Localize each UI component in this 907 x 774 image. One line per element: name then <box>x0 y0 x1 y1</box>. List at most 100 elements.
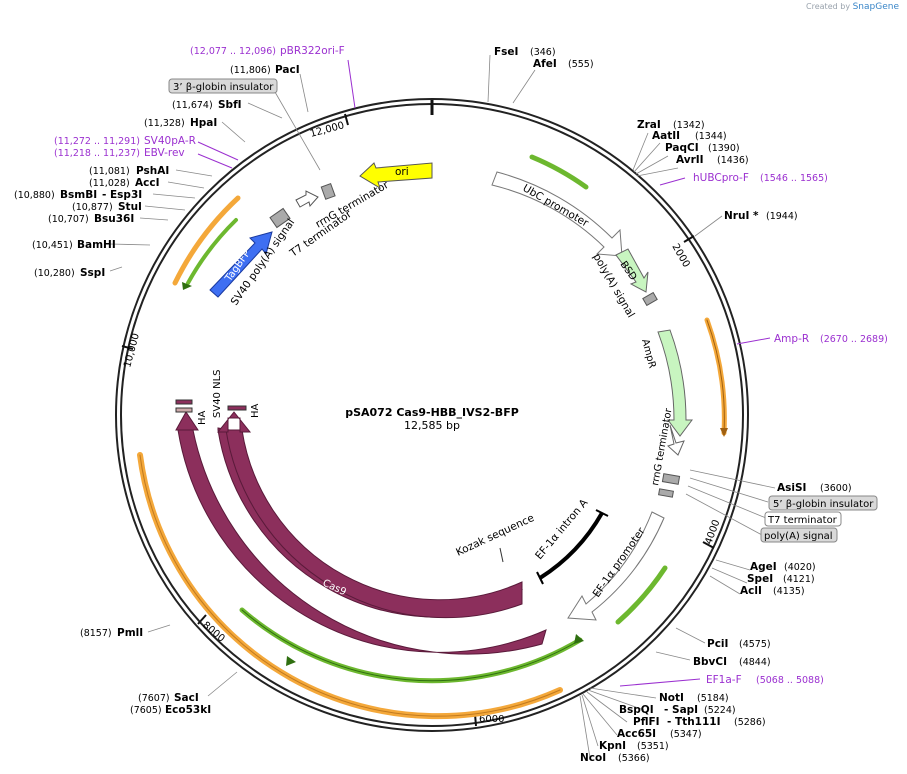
ubc-promoter-label: UbC promoter <box>521 182 591 230</box>
site-bsu36i: Bsu36I <box>94 213 134 225</box>
site-paqci: PaqCI <box>665 142 699 154</box>
ampr-label: AmpR <box>639 338 657 370</box>
globin5-box <box>661 473 681 485</box>
ef1a-intron-end-a <box>595 509 609 517</box>
site-saci-pos: (7607) <box>138 693 170 704</box>
ha-label-b: HA <box>250 403 261 418</box>
site-paci-pos: (11,806) <box>230 65 271 76</box>
rrng-right-arrow <box>667 424 685 456</box>
polya-small-box <box>658 488 674 498</box>
sv40-nls-label: SV40 NLS <box>212 370 223 419</box>
site-stui: StuI <box>118 201 142 213</box>
site-sapi-pos: (5224) <box>704 705 736 716</box>
backbone-outer <box>115 98 749 732</box>
t7-label: T7 terminator <box>767 515 838 526</box>
site-eco53ki: Eco53kI <box>165 704 211 716</box>
primer-lines <box>197 59 771 687</box>
site-bsu36i-pos: (10,707) <box>48 214 89 225</box>
site-avrii: AvrII <box>676 154 704 166</box>
primer-sv40pa-name: SV40pA-R <box>144 135 196 147</box>
tick-4000 <box>702 541 715 549</box>
left-green-arrowhead <box>182 282 192 290</box>
site-sspi-pos: (10,280) <box>34 268 75 279</box>
primer-pbr322-name: pBR322ori-F <box>280 45 345 57</box>
polya-right-box <box>642 291 658 307</box>
site-tth111i: - Tth111I <box>667 716 721 728</box>
tick-2000 <box>683 235 695 243</box>
plasmid-name: pSA072 Cas9-HBB_IVS2-BFP <box>345 406 519 419</box>
ubc-promoter-arrow <box>491 171 623 257</box>
ha-label-a: HA <box>197 410 208 425</box>
site-acci-pos: (11,028) <box>89 178 130 189</box>
bsd-arrow <box>615 248 649 293</box>
site-hpai-pos: (11,328) <box>144 118 185 129</box>
cas9-orange-arc-edge <box>139 454 561 717</box>
site-acc65i: Acc65I <box>617 728 656 740</box>
site-stui-pos: (10,877) <box>72 202 113 213</box>
ruler-6000: 6000 <box>479 714 504 725</box>
site-sspi: SspI <box>80 267 105 279</box>
ha-tag-a <box>175 407 193 413</box>
ef1a-intron-bar <box>538 512 604 580</box>
site-bspqi: BspQI <box>619 704 654 716</box>
cas9-inner-arrowhead <box>216 411 252 433</box>
site-nrui-pos: (1944) <box>766 211 798 222</box>
site-pshai: PshAI <box>136 165 169 177</box>
leader-lines <box>109 54 776 759</box>
ampr-arrow <box>657 329 693 437</box>
site-pcii-pos: (4575) <box>739 639 771 650</box>
cas9-outer-arc <box>177 429 547 655</box>
cas9-green-arc-edge <box>241 609 581 682</box>
ef1a-green-arrowhead <box>574 634 584 644</box>
site-spei: SpeI <box>747 573 773 585</box>
globin3-box <box>168 78 278 94</box>
ubc-green-arc <box>529 154 589 190</box>
primer-ebv-pos: (11,218 .. 11,237) <box>54 148 140 159</box>
site-zrai-pos: (1342) <box>673 120 705 131</box>
ef1a-promoter-arrow <box>567 511 665 621</box>
globin3-label: 3’ β-globin insulator <box>173 82 274 93</box>
left-green-arc <box>186 218 238 285</box>
site-afei-pos: (555) <box>568 59 594 70</box>
site-hpai: HpaI <box>190 117 217 129</box>
site-sapi: - SapI <box>664 704 698 716</box>
tick-12000 <box>344 113 349 126</box>
ruler-2000: 2000 <box>669 242 691 270</box>
polya-label: poly(A) signal <box>764 531 833 542</box>
site-fsei: FseI <box>494 46 518 58</box>
site-pmli-pos: (8157) <box>80 628 112 639</box>
site-bamhi-pos: (10,451) <box>32 240 73 251</box>
globin5-label: 5’ β-globin insulator <box>773 499 874 510</box>
sv40-polya-box <box>269 207 291 229</box>
kozak-label: Kozak sequence <box>454 512 536 559</box>
site-noti: NotI <box>659 692 684 704</box>
site-nrui: NruI * <box>724 210 759 222</box>
ampr-arc-arrowhead <box>720 428 728 437</box>
site-aatii-pos: (1344) <box>695 131 727 142</box>
tick-8000 <box>197 614 207 625</box>
site-agei: AgeI <box>750 561 777 573</box>
site-ncoi-pos: (5366) <box>618 753 650 764</box>
site-aatii: AatII <box>652 130 680 142</box>
primer-ampr-pos: (2670 .. 2689) <box>820 334 888 345</box>
site-avrii-pos: (1436) <box>717 155 749 166</box>
site-acli: AclI <box>740 585 762 597</box>
site-noti-pos: (5184) <box>697 693 729 704</box>
cas9-outer-arrowhead <box>175 411 199 431</box>
site-paci: PacI <box>275 64 300 76</box>
sv40-nls-tag <box>175 399 193 405</box>
site-zrai: ZraI <box>637 119 661 131</box>
site-ncoi: NcoI <box>580 752 606 764</box>
site-pmli: PmlI <box>117 627 143 639</box>
cas9-green-arrowhead <box>286 656 296 666</box>
site-spei-pos: (4121) <box>783 574 815 585</box>
site-bamhi: BamHI <box>77 239 116 251</box>
site-pflfi: PflFI <box>633 716 660 728</box>
primer-ebv-name: EBV-rev <box>144 147 185 159</box>
site-acc65i-pos: (5347) <box>670 729 702 740</box>
site-pshai-pos: (11,081) <box>89 166 130 177</box>
site-acci: AccI <box>135 177 159 189</box>
site-bbvci: BbvCI <box>693 656 727 668</box>
primer-ampr-name: Amp-R <box>774 333 809 345</box>
